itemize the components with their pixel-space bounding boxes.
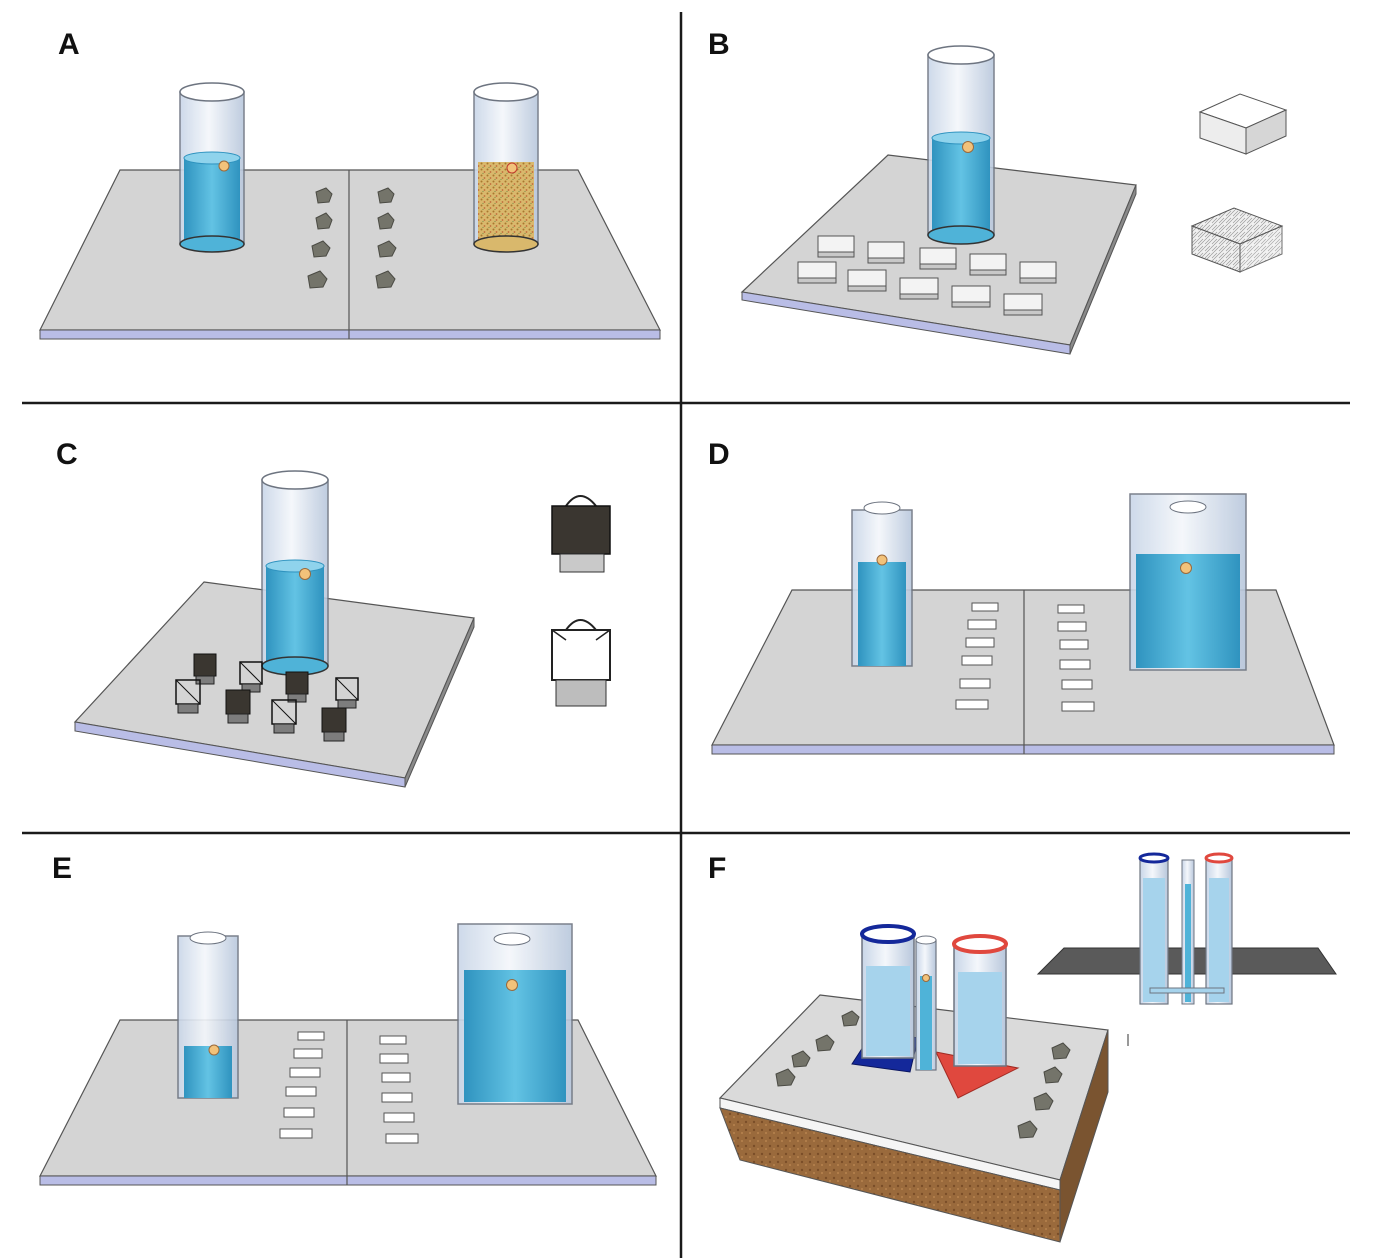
column-blue bbox=[860, 924, 916, 1059]
panel-label-f: F bbox=[708, 852, 726, 885]
rocks-f bbox=[775, 1010, 1071, 1139]
tag-icon bbox=[967, 619, 997, 630]
tag-icon bbox=[283, 1107, 315, 1118]
tag-icon bbox=[965, 637, 995, 648]
sponge-block-icon bbox=[1198, 93, 1288, 155]
blocks-b bbox=[797, 235, 1057, 316]
cage-icon bbox=[175, 679, 201, 714]
tag-icon bbox=[379, 1035, 407, 1045]
beaker-icon bbox=[927, 45, 995, 245]
cage-icon bbox=[225, 689, 251, 724]
tank-large-d bbox=[1129, 493, 1247, 671]
cage-icon bbox=[285, 671, 309, 703]
tag-icon bbox=[293, 1048, 323, 1059]
panel-a bbox=[39, 82, 661, 340]
panel-label-e: E bbox=[52, 852, 72, 885]
panel-e bbox=[39, 923, 657, 1186]
sponge-block-icon bbox=[847, 269, 887, 292]
tag-icon bbox=[1059, 639, 1089, 650]
tag-icon bbox=[959, 678, 991, 689]
rock-icon bbox=[815, 1034, 835, 1052]
tag-icon bbox=[279, 1128, 313, 1139]
tag-icon bbox=[1057, 621, 1087, 632]
rock-icon bbox=[375, 270, 396, 289]
tag-icon bbox=[1059, 659, 1091, 670]
tag-icon bbox=[971, 602, 999, 612]
tag-icon bbox=[297, 1031, 325, 1041]
beaker-icon bbox=[261, 470, 329, 676]
rocks-a bbox=[307, 187, 397, 289]
sponge-block-icon bbox=[1190, 207, 1284, 273]
tag-icon bbox=[383, 1112, 415, 1123]
sponge-block-icon bbox=[969, 253, 1007, 276]
sponge-block-icon bbox=[919, 247, 957, 270]
sponge-block-icon bbox=[797, 261, 837, 284]
panel-label-a: A bbox=[58, 28, 80, 61]
rock-icon bbox=[377, 212, 395, 230]
sponge-block-icon bbox=[951, 285, 991, 308]
rock-icon bbox=[1017, 1120, 1038, 1139]
rock-icon bbox=[307, 270, 328, 289]
platform-c bbox=[73, 581, 475, 788]
rock-icon bbox=[377, 187, 395, 204]
panel-dividers bbox=[22, 12, 1350, 1258]
tank-small-d bbox=[851, 501, 913, 667]
rock-icon bbox=[775, 1068, 796, 1087]
tank-large-e bbox=[457, 923, 573, 1105]
tag-icon bbox=[961, 655, 993, 666]
tag-icon bbox=[1061, 679, 1093, 690]
platform-a bbox=[39, 169, 661, 340]
panel-label-c: C bbox=[56, 438, 78, 471]
rock-icon bbox=[841, 1010, 860, 1027]
sponge-block-icon bbox=[899, 277, 939, 300]
tag-icon bbox=[1061, 701, 1095, 712]
panel-label-b: B bbox=[708, 28, 730, 61]
tank-small-e bbox=[177, 931, 239, 1099]
cage-icon bbox=[321, 707, 347, 742]
cage-icon bbox=[335, 677, 359, 709]
sponge-block-icon bbox=[867, 241, 905, 264]
panel-b bbox=[740, 45, 1288, 355]
tags-e bbox=[279, 1031, 419, 1144]
tag-icon bbox=[1057, 604, 1085, 614]
column-red bbox=[952, 934, 1008, 1067]
tags-d bbox=[955, 602, 1095, 712]
sponge-block-icon bbox=[1003, 293, 1043, 316]
sponge-block-icon bbox=[1019, 261, 1057, 284]
cage-icon bbox=[271, 699, 297, 734]
panel-label-d: D bbox=[708, 438, 730, 471]
rock-icon bbox=[315, 212, 333, 230]
cross-section-inset bbox=[1036, 852, 1337, 1005]
sponge-block-icon bbox=[817, 235, 855, 258]
rock-icon bbox=[315, 187, 333, 204]
beaker-icon bbox=[473, 82, 539, 253]
rock-icon bbox=[791, 1050, 811, 1068]
tag-icon bbox=[285, 1086, 317, 1097]
rock-icon bbox=[377, 240, 397, 258]
tag-icon bbox=[379, 1053, 409, 1064]
beaker-icon bbox=[179, 82, 245, 253]
panel-f bbox=[718, 852, 1337, 1243]
rock-icon bbox=[1043, 1066, 1063, 1084]
rock-icon bbox=[1051, 1042, 1071, 1060]
cages-c bbox=[175, 653, 359, 742]
column-tube bbox=[915, 935, 937, 1071]
rock-icon bbox=[311, 240, 331, 258]
tag-icon bbox=[289, 1067, 321, 1078]
tag-icon bbox=[381, 1072, 411, 1083]
cage-icon bbox=[551, 495, 611, 573]
tag-icon bbox=[381, 1092, 413, 1103]
tag-icon bbox=[385, 1133, 419, 1144]
rock-icon bbox=[1033, 1092, 1054, 1111]
cage-icon bbox=[551, 619, 611, 707]
panel-c bbox=[73, 470, 611, 788]
cage-icon bbox=[239, 661, 263, 693]
tag-icon bbox=[955, 699, 989, 710]
panel-d bbox=[711, 493, 1335, 755]
